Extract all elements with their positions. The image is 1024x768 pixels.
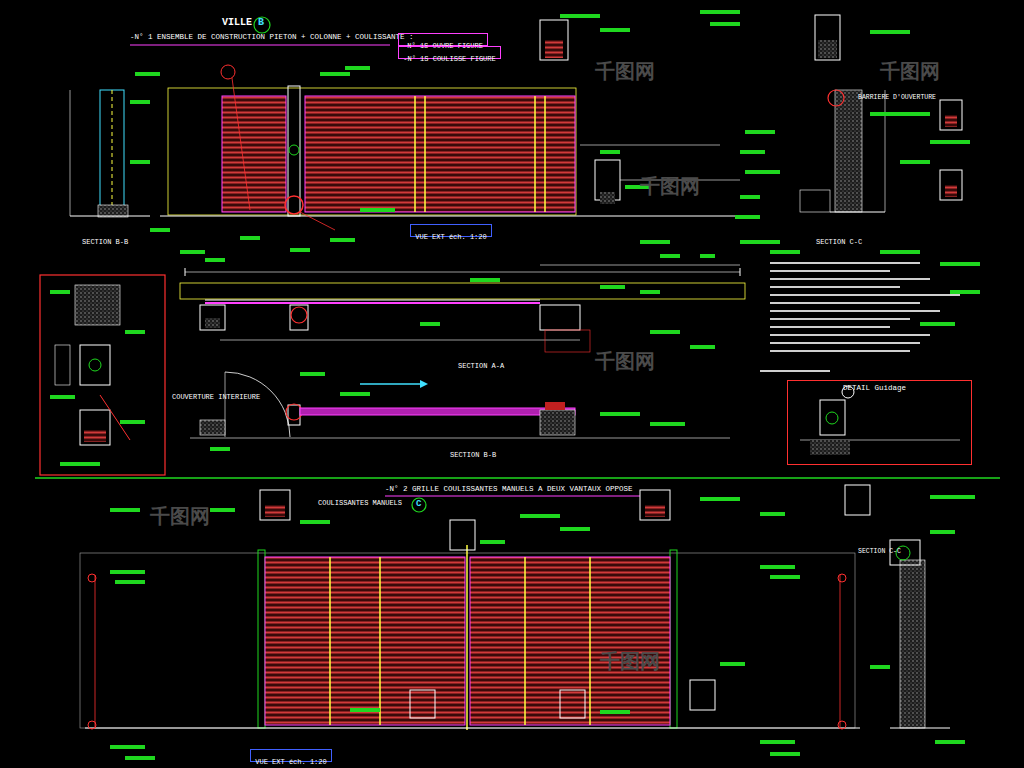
watermark: 千图网 — [600, 650, 660, 673]
watermark: 千图网 — [880, 60, 940, 83]
part-note: BARRIERE D'OUVERTURE — [858, 94, 936, 101]
sheet-heading: VILLE — [222, 17, 252, 29]
section-heading: -N° 2 GRILLE COULISSANTES MANUELS A DEUX… — [385, 485, 633, 494]
box-text: VUE EXT éch. 1:20 — [415, 233, 486, 241]
title-box: -N° 1S OUVRE FIGURE — [398, 33, 488, 46]
box-text: -N° 1S COULISSE FIGURE — [403, 55, 495, 63]
watermark: 千图网 — [595, 60, 655, 83]
scale-box: VUE EXT éch. 1:20 — [250, 749, 332, 762]
watermark: 千图网 — [640, 175, 700, 198]
callout-letter: C — [416, 499, 421, 509]
section-title: SECTION B-B — [450, 451, 496, 459]
section-title: SECTION A-A — [458, 362, 504, 370]
box-text: VUE EXT éch. 1:20 — [255, 758, 326, 766]
section-heading: -N° 1 ENSEMBLE DE CONSTRUCTION PIETON + … — [130, 33, 414, 42]
title-box: -N° 1S COULISSE FIGURE — [398, 46, 501, 59]
section-heading: COULISSANTES MANUELS — [318, 499, 402, 507]
watermark: 千图网 — [150, 505, 210, 528]
section-title: SECTION C-C — [816, 238, 862, 246]
box-text: DETAIL Guidage — [843, 384, 971, 393]
detail-frame: DETAIL Guidage — [787, 380, 972, 465]
watermark: 千图网 — [595, 350, 655, 373]
part-note: COUVERTURE INTERIEURE — [172, 393, 260, 401]
section-title: SECTION B-B — [82, 238, 128, 246]
callout-letter: B — [258, 17, 264, 29]
section-title: SECTION C-C — [858, 548, 901, 555]
scale-box: VUE EXT éch. 1:20 — [410, 224, 492, 237]
